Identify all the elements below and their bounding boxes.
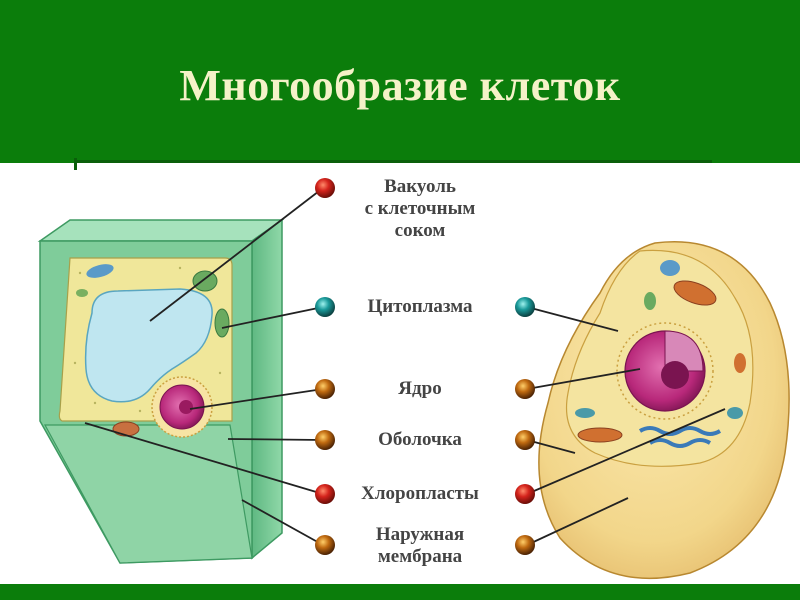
plant-mitochondrion: [112, 421, 140, 437]
title-divider-tick: [74, 158, 77, 170]
bullet-nucleus-right: [515, 379, 535, 399]
label-membrane: Наружная мембрана: [345, 524, 495, 568]
bullet-cytoplasm-left: [315, 297, 335, 317]
bullet-wall-left: [315, 430, 335, 450]
animal-organelle: [575, 408, 595, 418]
bullet-wall-right: [515, 430, 535, 450]
plant-cell-wall-lower: [43, 424, 253, 564]
pointer-chloroplast-plant: [84, 422, 324, 495]
animal-mitochondrion: [577, 427, 623, 443]
label-chloroplasts: Хлоропласты: [361, 483, 479, 504]
bullet-membrane-left: [315, 535, 335, 555]
page-title: Многообразие клеток: [179, 61, 621, 110]
label-vacuole-line2: с клеточным: [364, 198, 476, 219]
animal-er: [648, 438, 712, 448]
animal-nucleolus: [661, 361, 689, 389]
animal-er: [638, 426, 722, 436]
bullet-vacuole: [315, 178, 335, 198]
pointer-nucleus-animal: [526, 368, 641, 390]
pointer-cytoplasm-plant: [221, 306, 324, 329]
animal-mitochondrion: [673, 280, 717, 306]
pointer-nucleus-plant: [189, 388, 324, 410]
title-divider: [76, 160, 712, 163]
bullet-nucleus-left: [315, 379, 335, 399]
pointer-cytoplasm-animal: [526, 306, 619, 332]
pointer-wall-plant: [227, 438, 324, 441]
plant-vacuole: [84, 288, 213, 403]
plant-nucleolus: [179, 400, 193, 414]
bullet-cytoplasm-right: [515, 297, 535, 317]
cell-diagram: [37, 178, 790, 579]
label-vacuole-line3: соком: [394, 220, 446, 241]
plant-cell: [37, 218, 285, 564]
label-membrane-line2: мембрана: [377, 546, 463, 567]
animal-organelle: [644, 292, 656, 310]
bullet-chloroplast-left: [315, 484, 335, 504]
animal-nucleus-halo: [616, 322, 714, 420]
pointer-membrane-animal: [526, 497, 629, 546]
animal-organelle: [727, 407, 743, 419]
animal-nucleus-cut: [664, 330, 704, 372]
animal-cell: [538, 241, 790, 579]
animal-organelle: [660, 260, 680, 276]
label-membrane-line1: Наружная: [375, 524, 465, 545]
title-banner: [0, 0, 800, 163]
label-bullets: [315, 178, 535, 555]
pointer-wall-animal: [526, 439, 576, 454]
footer-bar: [0, 584, 800, 600]
plant-chloroplast: [214, 308, 230, 338]
pointer-membrane-plant: [241, 499, 324, 546]
label-cytoplasm: Цитоплазма: [367, 296, 473, 317]
label-vacuole: Вакуоль с клеточным соком: [345, 176, 495, 242]
pointer-vacuole: [149, 187, 324, 322]
plant-cell-wall-top: [37, 219, 285, 242]
plant-chloroplast: [76, 289, 88, 297]
pointer-lines: [84, 187, 726, 546]
animal-organelle: [734, 353, 746, 373]
pointer-chloroplast-animal: [526, 408, 726, 495]
bullet-chloroplast-right: [515, 484, 535, 504]
label-wall: Оболочка: [378, 429, 462, 450]
bullet-membrane-right: [515, 535, 535, 555]
plant-chloroplast: [192, 270, 218, 292]
label-nucleus: Ядро: [398, 378, 442, 399]
plant-chloroplast: [86, 264, 114, 278]
label-vacuole-line1: Вакуоль: [384, 176, 456, 197]
